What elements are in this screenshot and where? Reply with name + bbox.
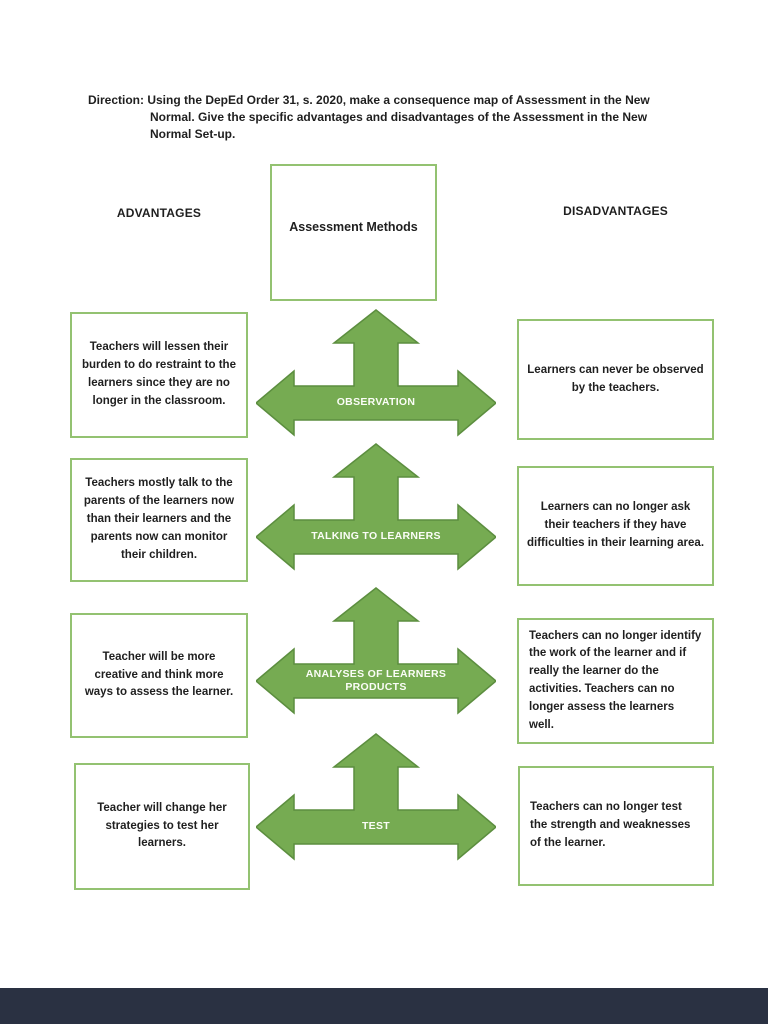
disadvantage-text: Teachers can no longer identify the work… [529, 629, 702, 731]
advantage-text: Teacher will change her strategies to te… [97, 801, 227, 850]
method-label: ANALYSES OF LEARNERS PRODUCTS [305, 668, 447, 693]
three-way-arrow-icon [256, 733, 496, 861]
disadvantage-box-analyses: Teachers can no longer identify the work… [517, 618, 714, 744]
three-way-arrow-icon [256, 587, 496, 715]
method-arrow-talking: TALKING TO LEARNERS [256, 443, 496, 575]
disadvantage-box-talking: Learners can no longer ask their teacher… [517, 466, 714, 586]
three-way-arrow-icon [256, 443, 496, 571]
three-way-arrow-icon [256, 309, 496, 437]
disadvantage-text: Learners can no longer ask their teacher… [527, 501, 705, 549]
advantage-text: Teachers will lessen their burden to do … [82, 341, 236, 407]
disadvantages-column-header: DISADVANTAGES [563, 204, 668, 218]
method-arrow-observation: OBSERVATION [256, 309, 496, 441]
advantage-box-observation: Teachers will lessen their burden to do … [70, 312, 248, 438]
direction-text: Direction: Using the DepEd Order 31, s. … [88, 93, 650, 141]
advantage-box-test: Teacher will change her strategies to te… [74, 763, 250, 890]
advantage-box-analyses: Teacher will be more creative and think … [70, 613, 248, 738]
method-label: OBSERVATION [336, 396, 416, 409]
disadvantage-text: Learners can never be observed by the te… [527, 363, 704, 394]
disadvantage-box-observation: Learners can never be observed by the te… [517, 319, 714, 440]
method-arrow-test: TEST [256, 733, 496, 865]
advantage-text: Teachers mostly talk to the parents of t… [83, 477, 235, 561]
disadvantage-box-test: Teachers can no longer test the strength… [518, 766, 714, 886]
assessment-methods-label: Assessment Methods [289, 219, 418, 234]
advantage-box-talking: Teachers mostly talk to the parents of t… [70, 458, 248, 582]
method-label: TEST [361, 820, 391, 833]
advantages-column-header: ADVANTAGES [116, 206, 202, 220]
assessment-methods-box: Assessment Methods [270, 164, 437, 301]
method-label: TALKING TO LEARNERS [311, 530, 441, 543]
method-arrow-analyses: ANALYSES OF LEARNERS PRODUCTS [256, 587, 496, 719]
viewer-bottom-bar [0, 988, 768, 1024]
disadvantage-text: Teachers can no longer test the strength… [530, 801, 691, 849]
advantage-text: Teacher will be more creative and think … [84, 650, 234, 699]
